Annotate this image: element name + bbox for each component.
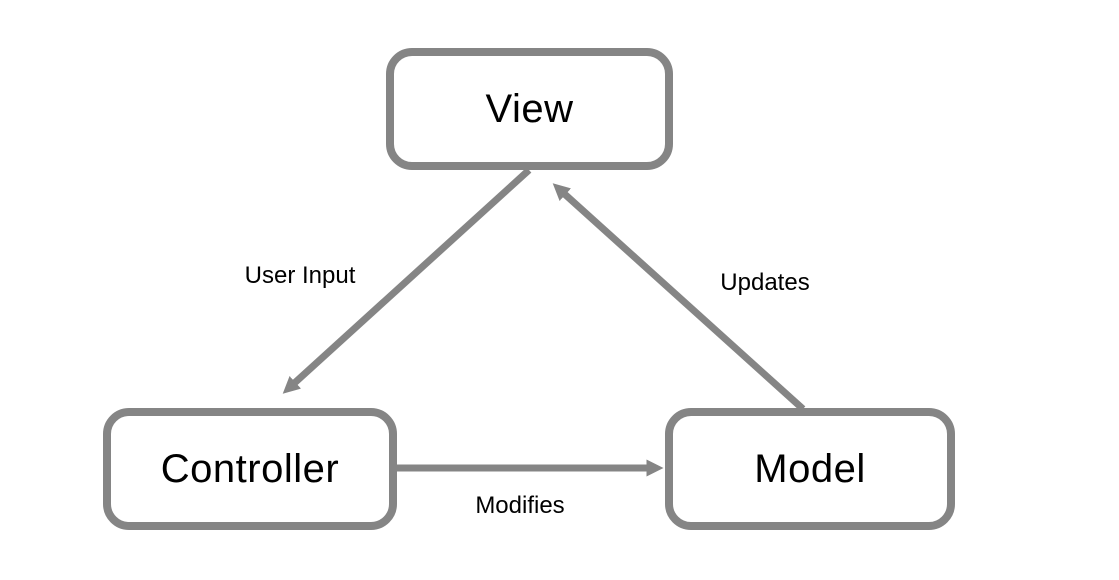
node-view-label: View (485, 86, 574, 131)
node-model: Model (665, 408, 955, 530)
node-model-label: Model (754, 446, 866, 491)
node-controller: Controller (103, 408, 397, 530)
edge-label-user-input: User Input (244, 262, 356, 289)
arrow-view-to-controller (282, 167, 532, 394)
node-view: View (386, 48, 673, 170)
arrow-model-to-view (552, 183, 806, 412)
node-controller-label: Controller (160, 446, 340, 491)
edge-label-updates: Updates (720, 269, 810, 296)
edge-label-modifies: Modifies (475, 492, 565, 519)
